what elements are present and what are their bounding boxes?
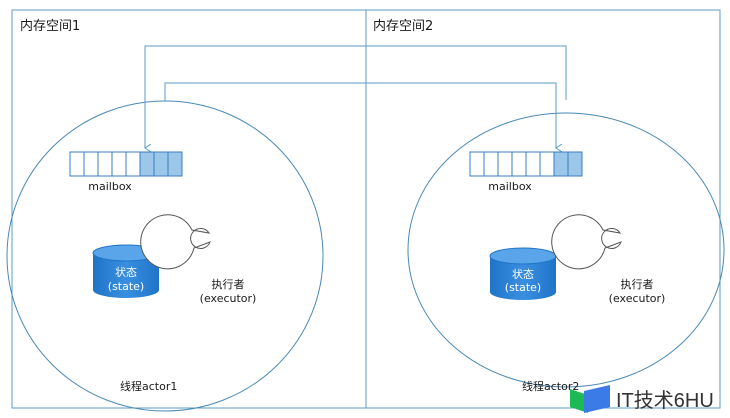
state-2-label-cn: 状态 bbox=[512, 268, 534, 281]
thread-actor-2-label: 线程actor2 bbox=[522, 380, 580, 393]
mailbox-2 bbox=[469, 151, 583, 177]
state-2-label-en: (state) bbox=[504, 281, 542, 294]
mailbox-slot bbox=[69, 151, 85, 177]
mailbox-2-label: mailbox bbox=[488, 180, 532, 193]
memory-space-2-box bbox=[365, 9, 721, 409]
mailbox-slot bbox=[511, 151, 527, 177]
executor-1-label-cn: 执行者 bbox=[211, 278, 245, 291]
memory-space-1-title: 内存空间1 bbox=[20, 19, 81, 34]
mailbox-slot bbox=[167, 151, 183, 177]
watermark-logo-icon bbox=[570, 384, 610, 413]
mailbox-slot bbox=[553, 151, 569, 177]
state-1-label-cn: 状态 bbox=[115, 266, 137, 279]
mailbox-slot bbox=[525, 151, 541, 177]
mailbox-slot bbox=[153, 151, 169, 177]
watermark-text: IT技术6HU bbox=[616, 390, 714, 412]
message-line-actor1-to-actor2 bbox=[164, 82, 556, 148]
mailbox-slot bbox=[483, 151, 499, 177]
mailbox-slot bbox=[83, 151, 99, 177]
memory-space-2-title: 内存空间2 bbox=[373, 19, 434, 34]
mailbox-slot bbox=[469, 151, 485, 177]
mailbox-slot bbox=[497, 151, 513, 177]
actor-2-circle bbox=[407, 112, 725, 388]
mailbox-slot bbox=[97, 151, 113, 177]
mailbox-1-label: mailbox bbox=[88, 180, 132, 193]
memory-space-1-box bbox=[11, 9, 367, 409]
mailbox-slot bbox=[139, 151, 155, 177]
watermark: IT技术6HU bbox=[570, 384, 714, 413]
mailbox-slot bbox=[111, 151, 127, 177]
mailbox-slot bbox=[125, 151, 141, 177]
executor-2-label-en: (executor) bbox=[608, 292, 666, 305]
executor-ring-icon-1 bbox=[140, 214, 211, 270]
state-1-label-en: (state) bbox=[107, 280, 145, 293]
thread-actor-1-label: 线程actor1 bbox=[120, 380, 178, 393]
mailbox-slot bbox=[539, 151, 555, 177]
mailbox-1 bbox=[69, 151, 183, 177]
executor-2-label-cn: 执行者 bbox=[620, 278, 654, 291]
executor-ring-icon-2 bbox=[551, 214, 622, 270]
message-line-actor2-to-actor1 bbox=[145, 45, 567, 148]
mailbox-slot bbox=[567, 151, 583, 177]
executor-1-label-en: (executor) bbox=[199, 292, 257, 305]
